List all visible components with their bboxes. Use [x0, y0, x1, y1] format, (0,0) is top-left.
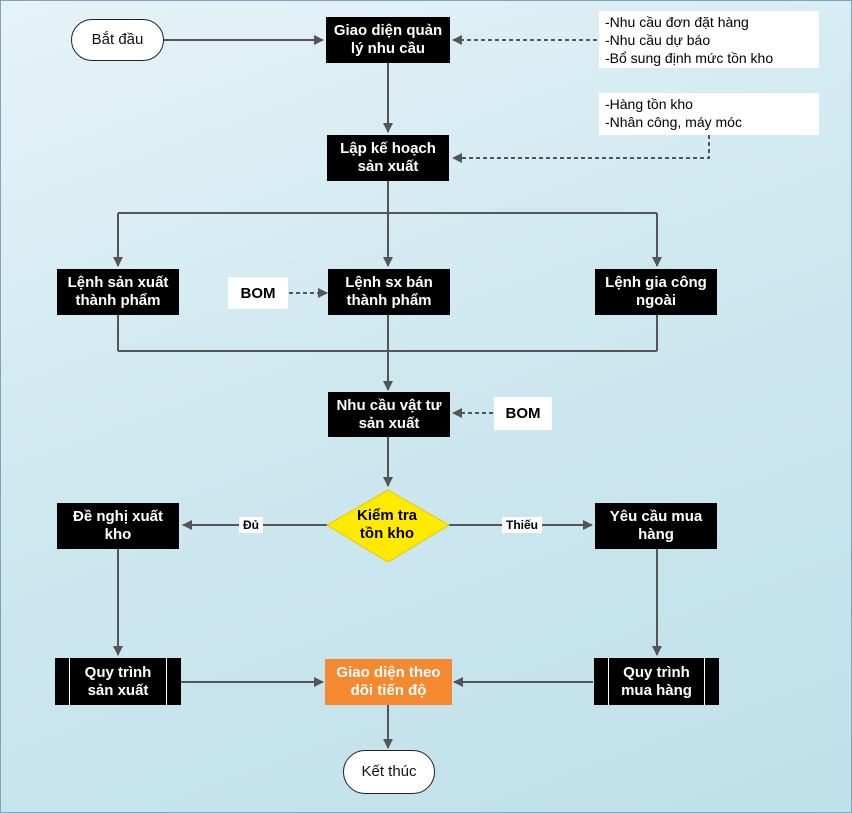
production-process-node: Quy trình sản xuất: [55, 658, 181, 705]
purchasing-process-label: Quy trình mua hàng: [621, 663, 692, 699]
process-bar-left: [608, 658, 609, 705]
process-bar-right: [166, 658, 167, 705]
end-node: Kết thúc: [343, 750, 435, 794]
note-line: -Bổ sung định mức tồn kho: [605, 50, 774, 66]
purchasing-process-node: Quy trình mua hàng: [594, 658, 719, 705]
finished-goods-order-node: Lệnh sản xuất thành phẩm: [57, 269, 179, 315]
material-demand-node: Nhu cầu vật tư sản xuất: [328, 392, 450, 437]
outsourcing-order-node: Lệnh gia công ngoài: [595, 269, 717, 315]
progress-tracking-ui-node: Giao diện theo dõi tiến độ: [325, 659, 452, 705]
bom-semi-box: BOM: [228, 277, 288, 309]
enough-edge-label: Đủ: [239, 517, 263, 533]
shortage-edge-label: Thiếu: [502, 517, 542, 533]
purchase-request-node: Yêu cầu mua hàng: [595, 503, 717, 549]
decision-diamond: [326, 489, 450, 563]
issue-request-node: Đề nghị xuất kho: [57, 503, 179, 549]
plan-inputs-note: -Hàng tồn kho -Nhân công, máy móc: [599, 93, 819, 135]
demand-management-ui-node: Giao diện quản lý nhu cầu: [326, 17, 450, 63]
note-line: -Nhu cầu dự báo: [605, 32, 711, 48]
edge-plan-notes: [452, 135, 710, 163]
note-line: -Nhu cầu đơn đặt hàng: [605, 14, 749, 30]
demand-inputs-note: -Nhu cầu đơn đặt hàng -Nhu cầu dự báo -B…: [599, 11, 819, 68]
start-node: Bắt đầu: [71, 19, 164, 61]
note-line: -Hàng tồn kho: [605, 96, 693, 112]
production-plan-node: Lập kế hoạch sản xuất: [327, 135, 449, 181]
semi-finished-order-node: Lệnh sx bán thành phẩm: [328, 269, 450, 315]
check-stock-decision-label: Kiểm tra tồn kho: [356, 507, 418, 542]
bom-material-box: BOM: [494, 397, 552, 430]
production-process-label: Quy trình sản xuất: [84, 663, 152, 699]
process-bar-right: [704, 658, 705, 705]
process-bar-left: [69, 658, 70, 705]
note-line: -Nhân công, máy móc: [605, 114, 742, 130]
